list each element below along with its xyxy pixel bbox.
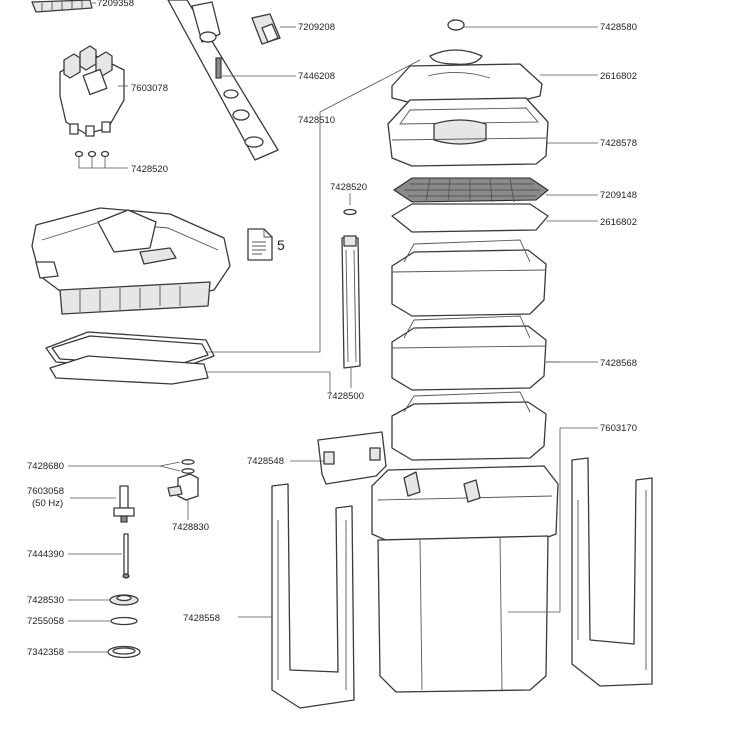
part-canister-body xyxy=(371,465,559,693)
label-7428548: 7428548 xyxy=(247,456,284,467)
label-7603170: 7603170 xyxy=(600,423,637,434)
label-7428680: 7428680 xyxy=(27,461,64,472)
part-7255058 xyxy=(110,616,138,626)
part-2616802-lid xyxy=(391,63,543,105)
part-7428520-rings xyxy=(74,150,110,158)
part-2616802-pad xyxy=(391,203,549,233)
part-7428568-basket-3 xyxy=(391,391,547,461)
label-7603058-hz: (50 Hz) xyxy=(32,498,63,509)
part-pump-head xyxy=(31,207,231,315)
label-7446208: 7446208 xyxy=(298,71,335,82)
part-7428568-basket-2 xyxy=(391,315,547,391)
part-7428500-tube xyxy=(341,235,361,369)
label-7342358: 7342358 xyxy=(27,647,64,658)
label-7428520-mid: 7428520 xyxy=(330,182,367,193)
label-7428830: 7428830 xyxy=(172,522,209,533)
part-7342358 xyxy=(107,645,141,659)
label-7444390: 7444390 xyxy=(27,549,64,560)
part-7428578-basket xyxy=(387,97,549,167)
label-7428558: 7428558 xyxy=(183,613,220,624)
label-2616802-top: 2616802 xyxy=(600,71,637,82)
document-icon xyxy=(247,228,273,261)
label-7255058: 7255058 xyxy=(27,616,64,627)
part-7428680 xyxy=(181,459,195,474)
part-7428520-oring xyxy=(343,208,357,216)
doc-ref-number: 5 xyxy=(277,237,285,253)
part-7603170-frame-right xyxy=(571,457,653,687)
label-7428578: 7428578 xyxy=(600,138,637,149)
part-7428530 xyxy=(109,594,139,606)
part-7603078 xyxy=(59,45,125,137)
part-7428510-seal xyxy=(429,49,483,65)
label-7209148: 7209148 xyxy=(600,190,637,201)
label-7428568: 7428568 xyxy=(600,358,637,369)
label-7209358: 7209358 xyxy=(97,0,134,9)
label-7209208: 7209208 xyxy=(298,22,335,33)
part-7428548 xyxy=(317,431,387,485)
label-7603078: 7603078 xyxy=(131,83,168,94)
label-7428510: 7428510 xyxy=(298,115,335,126)
label-7428500: 7428500 xyxy=(327,391,364,402)
part-7444390 xyxy=(122,533,130,579)
part-7209208 xyxy=(251,13,281,45)
part-7209358 xyxy=(31,0,93,13)
part-7446208-tray xyxy=(167,0,279,161)
label-7603058: 7603058 xyxy=(27,486,64,497)
part-7428580 xyxy=(447,18,465,31)
label-7428530: 7428530 xyxy=(27,595,64,606)
part-7428568-basket-1 xyxy=(391,239,547,317)
part-7428558-frame-left xyxy=(271,483,355,709)
label-7428580: 7428580 xyxy=(600,22,637,33)
part-7603058 xyxy=(113,485,135,523)
part-7428830 xyxy=(167,473,199,501)
label-7428520-top: 7428520 xyxy=(131,164,168,175)
label-2616802-mid: 2616802 xyxy=(600,217,637,228)
part-gasket-pair xyxy=(45,331,215,385)
part-7209148-grid xyxy=(393,177,549,203)
